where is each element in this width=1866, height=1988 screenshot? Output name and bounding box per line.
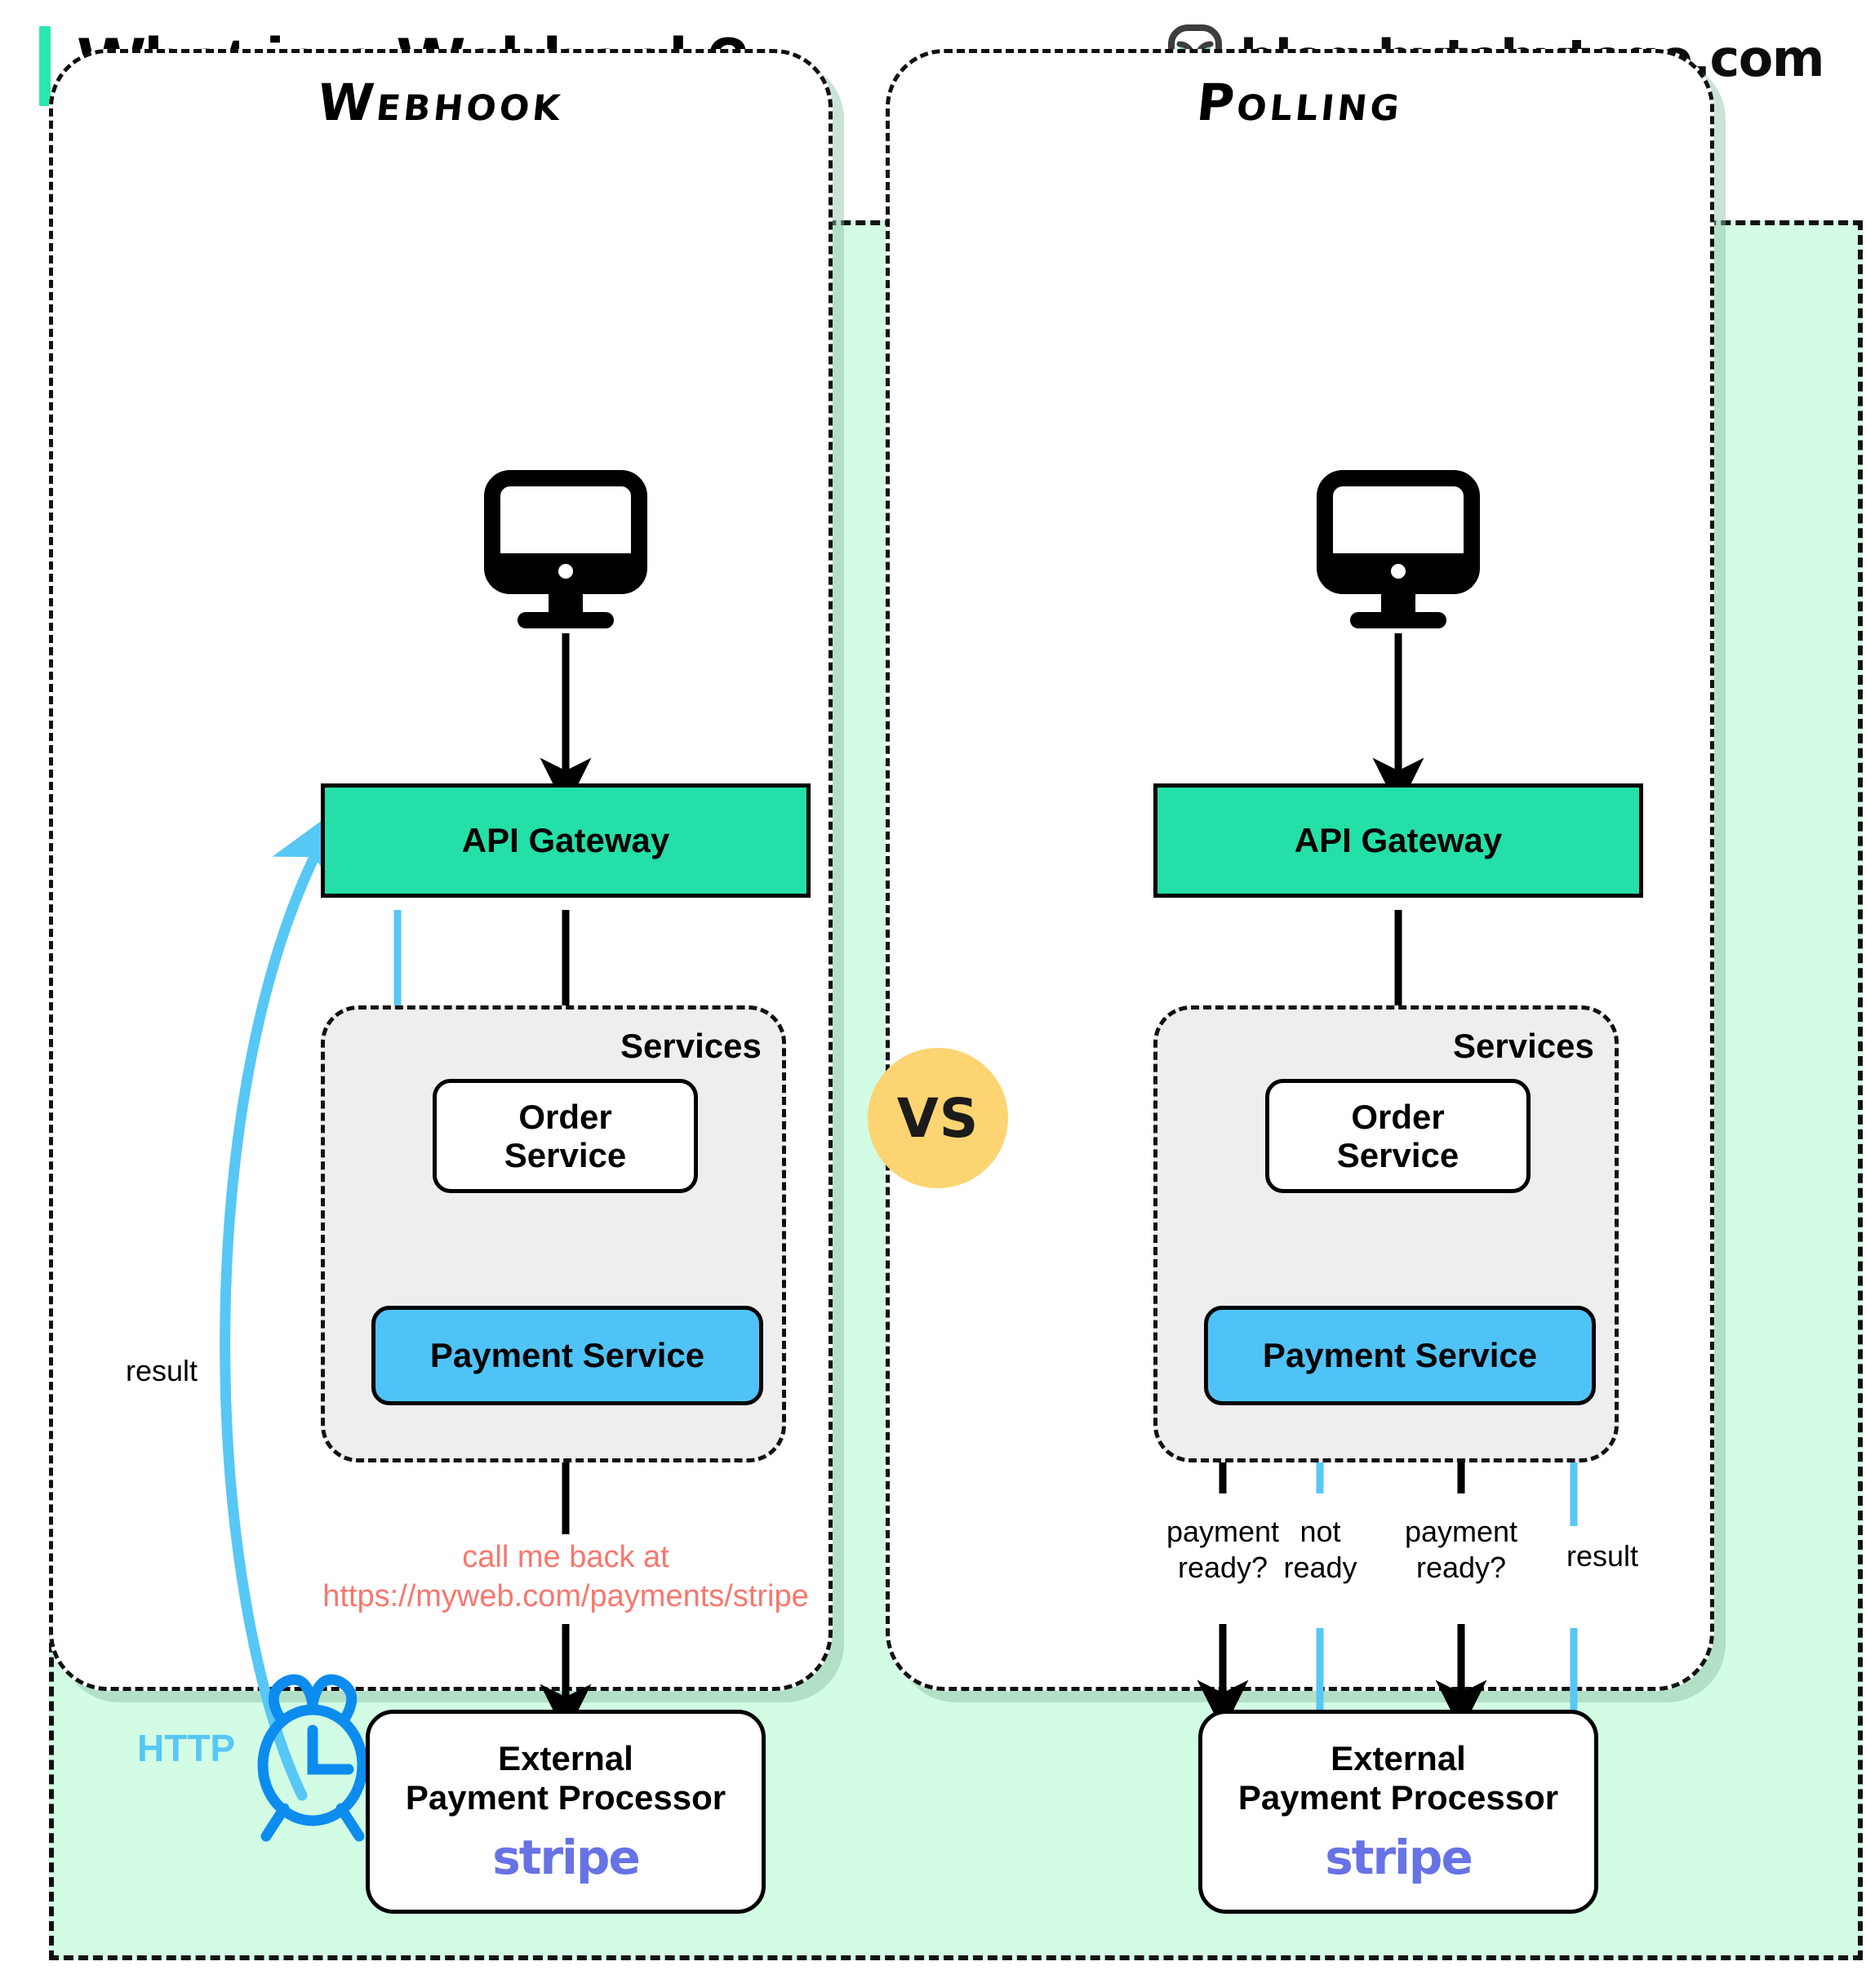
vs-badge: VS — [868, 1048, 1008, 1188]
label-callback-webhook: call me back at https://myweb.com/paymen… — [288, 1538, 843, 1617]
poll-label-0: payment ready? — [1166, 1515, 1280, 1584]
title-accent-bar — [39, 26, 51, 106]
node-external-processor-webhook[interactable]: External Payment Processor stripe — [366, 1710, 766, 1914]
node-api-gateway-webhook[interactable]: API Gateway — [321, 783, 811, 898]
node-payment-service-polling[interactable]: Payment Service — [1204, 1306, 1596, 1405]
poll-label-2: payment ready? — [1404, 1515, 1518, 1584]
node-external-processor-polling[interactable]: External Payment Processor stripe — [1198, 1710, 1598, 1914]
stripe-wordmark-polling: stripe — [1325, 1829, 1473, 1885]
poll-label-3: result — [1566, 1539, 1639, 1573]
node-payment-service-webhook[interactable]: Payment Service — [371, 1306, 763, 1405]
node-api-gateway-polling[interactable]: API Gateway — [1153, 783, 1643, 898]
callback-line-1: call me back at — [462, 1540, 669, 1574]
stripe-wordmark-webhook: stripe — [492, 1829, 641, 1885]
label-result-webhook: result — [125, 1354, 198, 1387]
services-label-webhook: Services — [620, 1027, 762, 1065]
node-order-service-polling[interactable]: Order Service — [1265, 1079, 1531, 1193]
external-processor-title-polling: External Payment Processor — [1237, 1739, 1559, 1817]
node-order-service-webhook[interactable]: Order Service — [433, 1079, 698, 1193]
services-label-polling: Services — [1453, 1027, 1594, 1065]
callback-line-2: https://myweb.com/payments/stripe — [322, 1578, 809, 1613]
poll-label-1: not ready — [1283, 1515, 1357, 1584]
panel-title-webhook: Webhook — [314, 73, 567, 132]
label-http-webhook: HTTP — [137, 1727, 236, 1769]
panel-title-polling: Polling — [1193, 73, 1406, 132]
external-processor-title-webhook: External Payment Processor — [405, 1739, 726, 1817]
